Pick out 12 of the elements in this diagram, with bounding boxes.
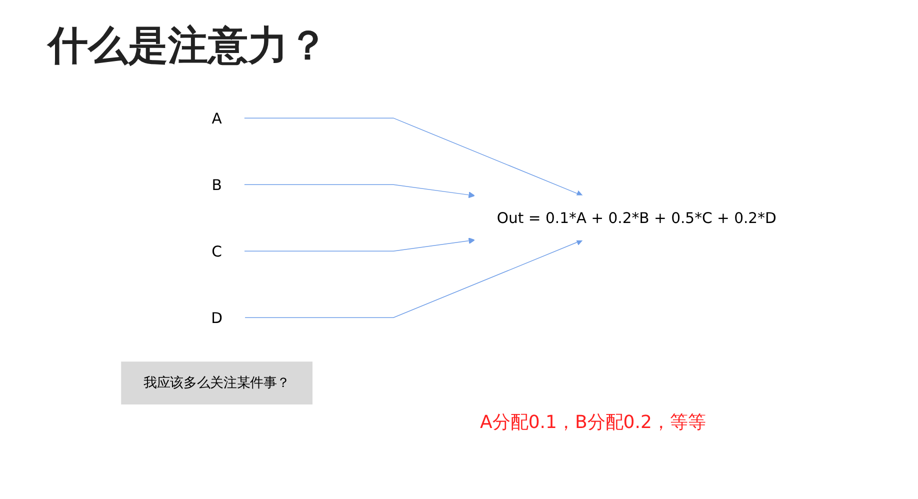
node-text: D — [211, 308, 222, 326]
title: 什么是注意力？ — [48, 21, 328, 71]
node-text: A — [212, 109, 222, 127]
note-text: A分配0.1，B分配0.2，等等 — [480, 411, 706, 434]
node-text: Out = 0.1*A + 0.2*B + 0.5*C + 0.2*D — [496, 208, 776, 227]
arrow — [244, 118, 583, 196]
node-box: 我应该多么关注某件事？ — [121, 362, 312, 404]
arrow — [244, 239, 583, 318]
node-text: C — [212, 242, 222, 260]
node-text: B — [212, 176, 222, 194]
arrow — [244, 184, 476, 198]
arrow — [244, 238, 476, 252]
